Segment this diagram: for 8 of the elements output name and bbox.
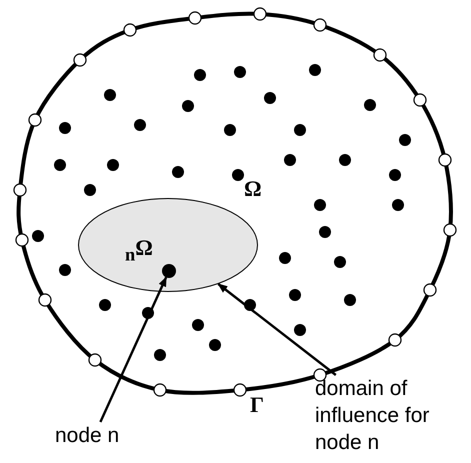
subdomain-symbol: $_{n}$Ω — [125, 235, 153, 266]
greek-symbol: Γ — [250, 392, 264, 418]
callout-text: node n — [55, 422, 135, 446]
arrow — [99, 276, 168, 422]
arrow — [218, 283, 337, 376]
callout-text: domain of influence for node n — [315, 375, 465, 459]
node-point — [162, 264, 176, 278]
greek-symbol: Ω — [244, 176, 262, 202]
